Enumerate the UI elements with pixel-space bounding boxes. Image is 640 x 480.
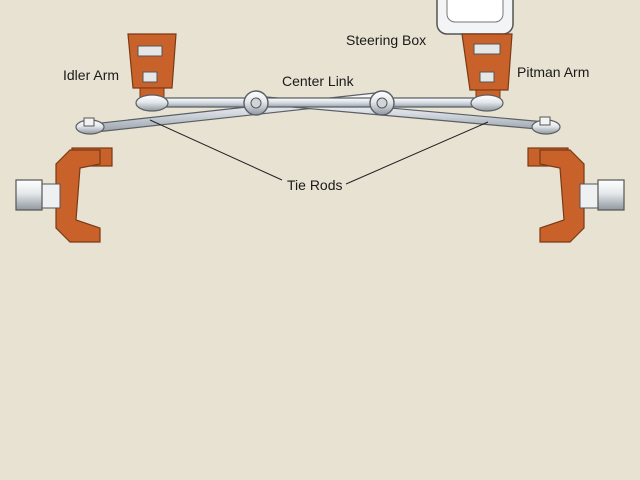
label-center-link: Center Link [282,73,354,89]
label-tie-rods: Tie Rods [287,177,343,193]
tie-rods-leaders [149,119,489,185]
steering-knuckle-right [527,147,625,243]
steering-knuckle-left [15,147,113,243]
pitman-arm [461,33,513,101]
label-pitman-arm: Pitman Arm [517,64,590,80]
idler-arm [127,33,177,99]
label-idler-arm: Idler Arm [63,67,120,83]
label-steering-box: Steering Box [346,32,427,48]
center-link [135,90,504,116]
steering-box [436,0,514,35]
